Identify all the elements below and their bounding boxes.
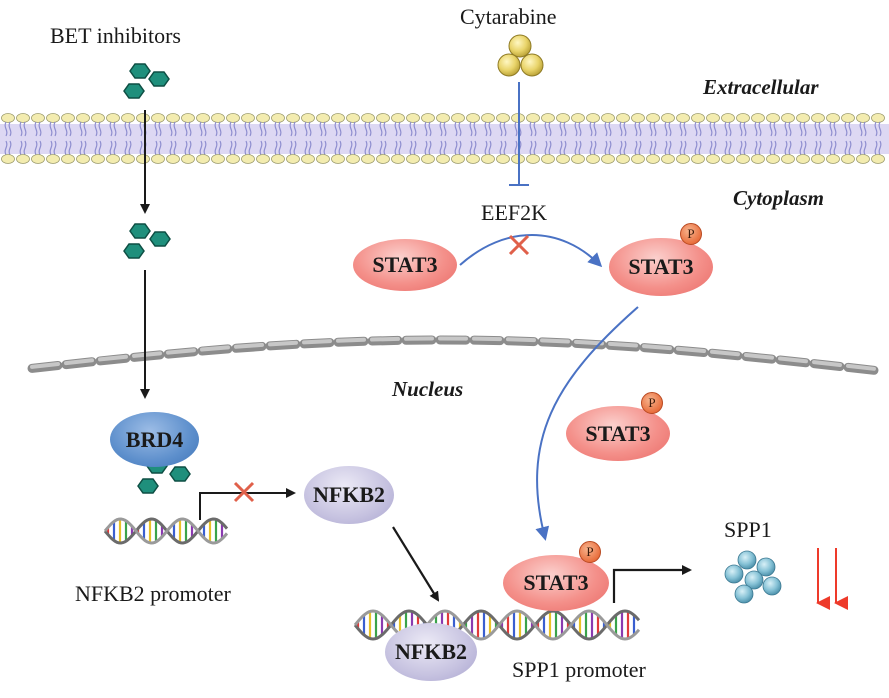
cytarabine-label: Cytarabine bbox=[460, 4, 557, 29]
stat3-unphosphorylated: STAT3 bbox=[353, 239, 457, 291]
decrease-double-down-arrow-icon bbox=[816, 548, 848, 610]
bet-inhibitors-label: BET inhibitors bbox=[50, 23, 181, 48]
spp1-transcription-arrow bbox=[612, 565, 692, 603]
phospho-badge-icon: P bbox=[641, 392, 663, 414]
nfkb2-bound-promoter: NFKB2 bbox=[385, 623, 477, 681]
dna-backbone bbox=[103, 517, 229, 545]
cell-membrane bbox=[0, 112, 889, 165]
nuclear-envelope bbox=[27, 335, 879, 375]
eef2k-label: EEF2K bbox=[481, 200, 547, 225]
phosphorylation-arrow bbox=[459, 234, 603, 268]
dna-backbone bbox=[353, 609, 641, 641]
stat3-phosphorylated-nucleus: STAT3 bbox=[566, 406, 670, 461]
stat3-phosphorylated-cytoplasm: STAT3 bbox=[609, 238, 713, 296]
arrow-nfkb2-to-spp1-promoter bbox=[392, 526, 440, 602]
cytarabine-icon bbox=[497, 34, 544, 77]
nfkb2-protein: NFKB2 bbox=[304, 466, 394, 524]
brd4-protein: BRD4 bbox=[110, 412, 199, 467]
bet-inhibitor-drug-cytoplasm bbox=[123, 223, 171, 259]
nfkb2-promoter-label: NFKB2 promoter bbox=[75, 581, 231, 606]
stat3-phosphorylated-promoter: STAT3 bbox=[503, 555, 609, 611]
stat3-translocation-arrow bbox=[535, 306, 639, 541]
dna-backbone bbox=[103, 517, 229, 545]
bet-inhibitor-drug-top bbox=[123, 63, 170, 99]
spp1-promoter-dna-icon bbox=[353, 609, 641, 641]
cytoplasm-label: Cytoplasm bbox=[733, 186, 825, 210]
spp1-protein-icon bbox=[724, 550, 782, 604]
nfkb2-transcription-arrow bbox=[199, 488, 296, 520]
spp1-promoter-label: SPP1 promoter bbox=[512, 657, 646, 682]
nucleus-label: Nucleus bbox=[392, 377, 464, 401]
nfkb2-promoter-dna-icon bbox=[103, 517, 229, 545]
blocked-phosphorylation-x-icon bbox=[508, 234, 530, 256]
extracellular-label: Extracellular bbox=[703, 75, 819, 99]
phospho-badge-icon: P bbox=[680, 223, 702, 245]
blocked-transcription-x-icon bbox=[233, 481, 255, 503]
phospho-badge-icon: P bbox=[579, 541, 601, 563]
spp1-label: SPP1 bbox=[724, 517, 772, 542]
